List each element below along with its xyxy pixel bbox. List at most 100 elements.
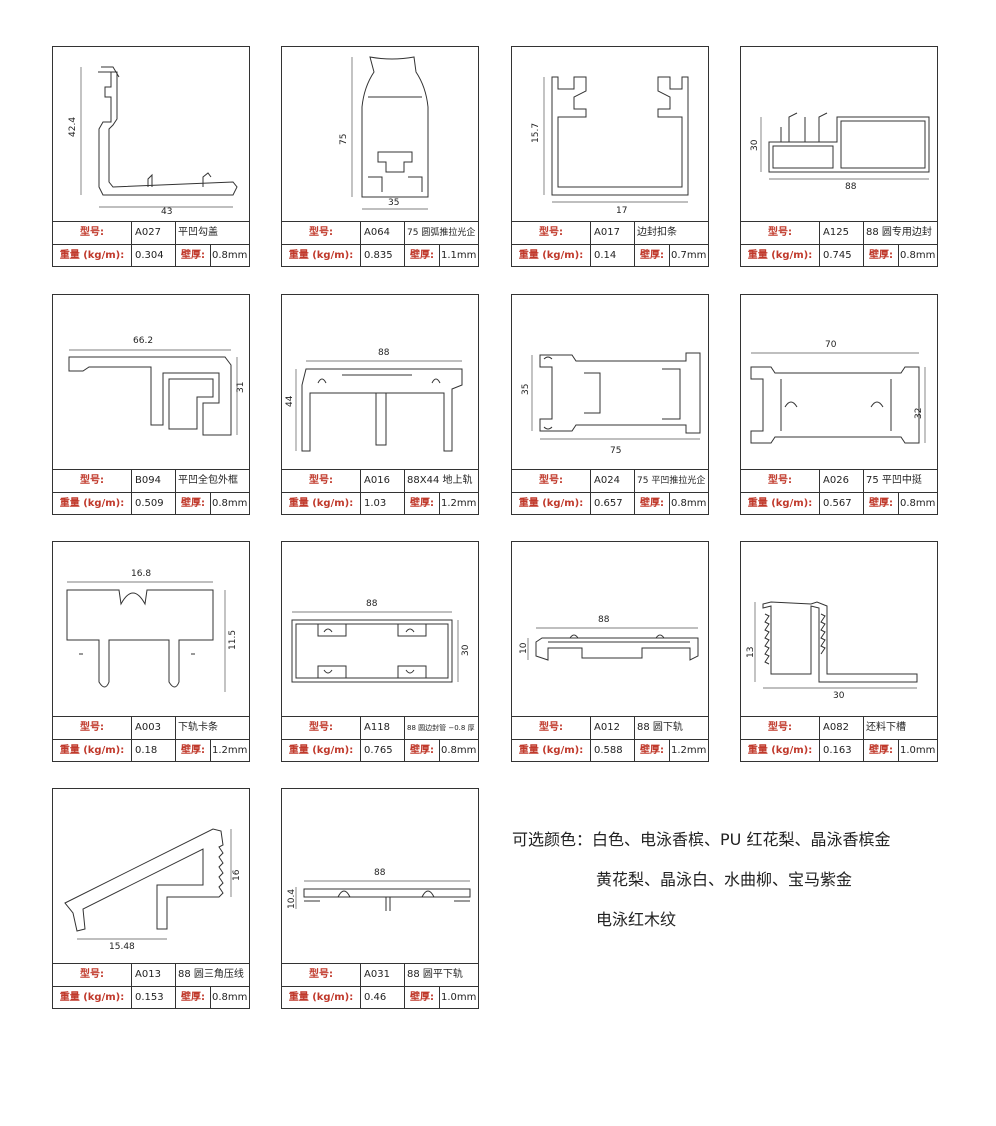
product-name: 平凹勾盖 bbox=[178, 227, 218, 238]
model-label: 型号: bbox=[741, 470, 820, 492]
wall-value: 1.1mm bbox=[441, 250, 477, 261]
wall-value: 1.0mm bbox=[900, 745, 936, 756]
wall-label: 壁厚: bbox=[405, 245, 440, 267]
weight-value: 0.18 bbox=[132, 740, 176, 762]
dim-height: 10.4 bbox=[287, 889, 297, 909]
model-label: 型号: bbox=[53, 964, 132, 986]
weight-label: 重量 (kg/m): bbox=[282, 987, 361, 1009]
dim-width: 88 bbox=[845, 182, 857, 192]
dim-height: 10 bbox=[519, 642, 529, 654]
product-name: 下轨卡条 bbox=[178, 722, 218, 733]
product-name: 88X44 地上轨 bbox=[407, 475, 473, 486]
profile-a017-svg: 15.7 17 bbox=[531, 76, 689, 216]
dim-width: 15.48 bbox=[109, 942, 135, 952]
color-options-line-3: 电泳红木纹 bbox=[596, 910, 677, 929]
profile-drawing: 30 88 bbox=[741, 47, 937, 221]
profile-drawing: 15.7 17 bbox=[512, 47, 708, 221]
product-name: 还料下槽 bbox=[866, 722, 906, 733]
wall-label: 壁厚: bbox=[176, 740, 211, 762]
weight-label: 重量 (kg/m): bbox=[512, 245, 591, 267]
color-options-line-1: 可选颜色：白色、电泳香槟、PU 红花梨、晶泳香槟金 bbox=[512, 830, 891, 849]
profile-a031-svg: 88 10.4 bbox=[287, 868, 471, 911]
dim-height: 15.7 bbox=[531, 123, 541, 143]
dim-height: 30 bbox=[461, 644, 471, 656]
product-name: 88 圆三角压线 bbox=[178, 969, 244, 980]
weight-value: 0.153 bbox=[132, 987, 176, 1009]
wall-label: 壁厚: bbox=[405, 493, 440, 515]
profile-a125-svg: 30 88 bbox=[750, 112, 930, 192]
dim-width: 88 bbox=[374, 868, 386, 878]
weight-label: 重量 (kg/m): bbox=[741, 493, 820, 515]
model-code: A118 bbox=[361, 717, 405, 739]
weight-label: 重量 (kg/m): bbox=[282, 493, 361, 515]
profile-a016-svg: 88 44 bbox=[285, 348, 463, 452]
weight-label: 重量 (kg/m): bbox=[282, 245, 361, 267]
profile-drawing: 88 10.4 bbox=[282, 789, 478, 963]
wall-label: 壁厚: bbox=[864, 245, 899, 267]
model-label: 型号: bbox=[282, 470, 361, 492]
wall-value: 0.8mm bbox=[212, 250, 248, 261]
dim-width: 88 bbox=[366, 599, 378, 609]
profile-drawing: 66.2 31 bbox=[53, 295, 249, 469]
dim-width: 17 bbox=[616, 206, 627, 216]
model-label: 型号: bbox=[741, 717, 820, 739]
profile-drawing: 75 35 bbox=[282, 47, 478, 221]
profile-drawing: 70 32 bbox=[741, 295, 937, 469]
profile-drawing: 13 30 bbox=[741, 542, 937, 716]
profile-a013-svg: 16 15.48 bbox=[64, 828, 242, 952]
wall-value: 0.7mm bbox=[671, 250, 707, 261]
wall-label: 壁厚: bbox=[635, 245, 670, 267]
wall-value: 1.2mm bbox=[212, 745, 248, 756]
product-name: 75 平凹推拉光企 bbox=[637, 476, 706, 486]
wall-value: 0.8mm bbox=[212, 498, 248, 509]
profile-drawing: 35 75 bbox=[512, 295, 708, 469]
model-label: 型号: bbox=[53, 470, 132, 492]
product-name: 88 圆平下轨 bbox=[407, 969, 463, 980]
weight-value: 0.657 bbox=[591, 493, 635, 515]
wall-label: 壁厚: bbox=[176, 245, 211, 267]
profile-a026-svg: 70 32 bbox=[750, 340, 926, 444]
product-name: 平凹全包外框 bbox=[178, 475, 238, 486]
profile-a024-svg: 35 75 bbox=[521, 352, 701, 456]
dim-height: 11.5 bbox=[228, 630, 238, 650]
weight-value: 0.835 bbox=[361, 245, 405, 267]
weight-value: 1.03 bbox=[361, 493, 405, 515]
wall-value: 0.8mm bbox=[212, 992, 248, 1003]
wall-label: 壁厚: bbox=[635, 740, 670, 762]
model-code: A031 bbox=[361, 964, 405, 986]
weight-value: 0.745 bbox=[820, 245, 864, 267]
weight-label: 重量 (kg/m): bbox=[53, 987, 132, 1009]
dim-height: 31 bbox=[236, 382, 246, 393]
model-code: A003 bbox=[132, 717, 176, 739]
wall-value: 1.2mm bbox=[671, 745, 707, 756]
profile-drawing: 88 30 bbox=[282, 542, 478, 716]
wall-value: 0.8mm bbox=[671, 498, 707, 509]
model-label: 型号: bbox=[282, 717, 361, 739]
wall-label: 壁厚: bbox=[864, 740, 899, 762]
dim-height: 30 bbox=[750, 139, 760, 151]
dim-width: 88 bbox=[378, 348, 390, 358]
model-label: 型号: bbox=[53, 222, 132, 244]
dim-height: 16 bbox=[232, 869, 242, 881]
weight-label: 重量 (kg/m): bbox=[53, 740, 132, 762]
weight-value: 0.588 bbox=[591, 740, 635, 762]
weight-value: 0.304 bbox=[132, 245, 176, 267]
model-code: A082 bbox=[820, 717, 864, 739]
